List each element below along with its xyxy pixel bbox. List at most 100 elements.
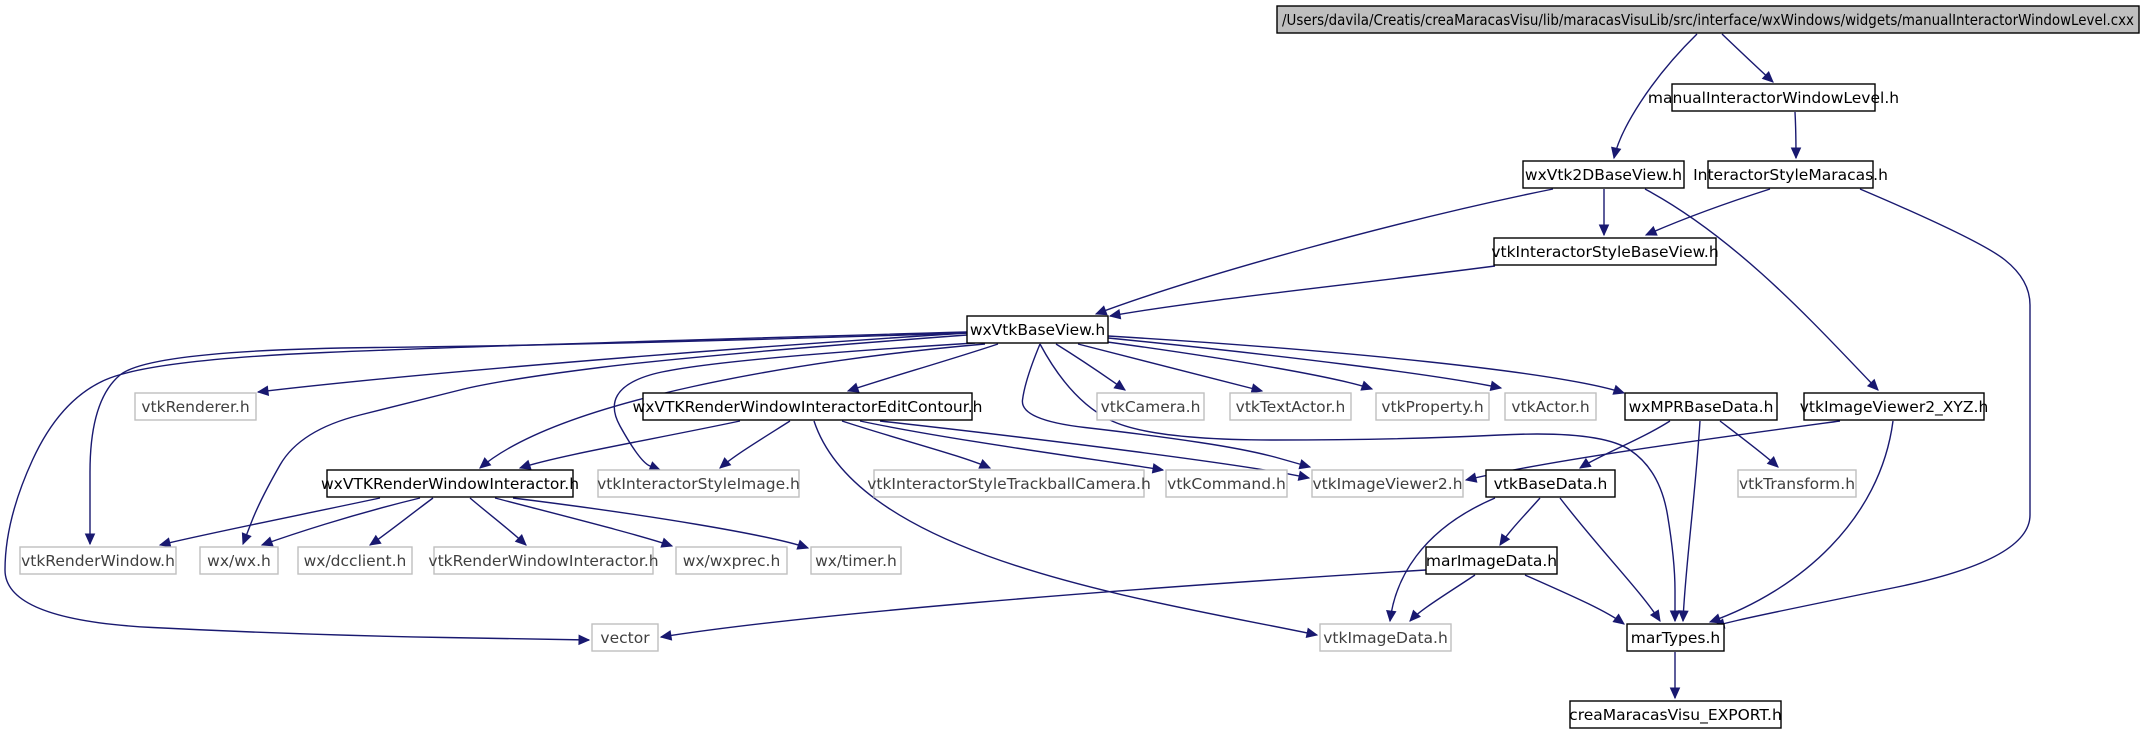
edge-vtkInteractorStyleBaseView_h-to-wxVtkBaseView_h: [1108, 265, 1496, 320]
node-vtkImageViewer2-h: vtkImageViewer2.h: [1311, 469, 1464, 498]
edge-wxVtkBaseView_h-to-vtkRenderer_h: [256, 332, 968, 396]
node-box: [591, 623, 659, 652]
node-box: [1425, 546, 1558, 575]
edge-vtkBaseData_h-to-marImageData_h: [1499, 497, 1541, 547]
edge-arrowhead: [1151, 463, 1165, 474]
node-vtkInteractorStyleBaseView-h[interactable]: vtkInteractorStyleBaseView.h: [1491, 237, 1719, 266]
edge-manualInteractorWindowLevel_h-to-InteractorStyleMaracas_h: [1790, 111, 1802, 160]
edge-arrowhead: [1866, 378, 1879, 391]
edge-wxVtkBaseView_h-to-wx_wx_h: [241, 334, 968, 546]
node-label: /Users/davila/Creatis/creaMaracasVisu/li…: [1282, 11, 2134, 29]
edge-line: [512, 497, 809, 549]
edge-arrowhead: [1094, 305, 1108, 316]
edge-arrowhead: [1790, 147, 1802, 160]
edge-line: [257, 332, 968, 393]
edge-arrowhead: [479, 457, 492, 469]
edge-wxVTKRenderWindowInteractor_h-to-wx_dcclient_h: [368, 497, 434, 546]
node-label: vtkCommand.h: [1167, 475, 1286, 493]
edge-arrowhead: [648, 461, 662, 471]
node-wxVTKRenderWindowInteractor-h[interactable]: wxVTKRenderWindowInteractor.h: [321, 469, 579, 498]
edges-layer: [4, 33, 2031, 700]
node-label: vtkProperty.h: [1381, 398, 1483, 416]
edge-line: [1021, 343, 1311, 468]
edge-wxVtkBaseView_h-to-vtkCamera_h: [1055, 343, 1126, 391]
edge-line: [1682, 420, 1701, 622]
edge-arrowhead: [1598, 224, 1610, 237]
node-box: [326, 469, 574, 498]
node-box: [1165, 469, 1288, 498]
node-vtkImageViewer2-XYZ-h[interactable]: vtkImageViewer2_XYZ.h: [1800, 392, 1989, 421]
edge-line: [1524, 574, 1625, 625]
edge-arrowhead: [846, 382, 860, 393]
edge-wxVtk2DBaseView_h-to-vtkInteractorStyleBaseView_h: [1598, 189, 1610, 237]
node-box: [297, 546, 413, 575]
node-marTypes-h[interactable]: marTypes.h: [1626, 623, 1725, 652]
edge-line: [1645, 188, 1771, 236]
edge-line: [89, 332, 968, 544]
edge-arrowhead: [84, 533, 96, 546]
node-label: vtkImageViewer2.h: [1312, 475, 1462, 493]
node-box: [1626, 623, 1725, 652]
node-wxVtkBaseView-h[interactable]: wxVtkBaseView.h: [966, 315, 1109, 344]
node-wxMPRBaseData-h[interactable]: wxMPRBaseData.h: [1624, 392, 1778, 421]
node-box: [1569, 700, 1782, 729]
edge-wxVTKRenderWindowInteractor_h-to-wx_timer_h: [512, 497, 810, 550]
edge-wxVtk2DBaseView_h-to-vtkImageViewer2_XYZ_h: [1644, 188, 1879, 391]
edge-line: [494, 497, 673, 547]
node-box: [1311, 469, 1464, 498]
edge-marImageData_h-to-vtkImageData_h: [1409, 574, 1476, 622]
node-vtkInteractorStyleImage-h: vtkInteractorStyleImage.h: [597, 469, 800, 498]
edge-wxVTKRenderWindowInteractor_h-to-wx_wx_h: [260, 497, 421, 547]
edge-line: [613, 342, 976, 471]
edge-vtkImageViewer2_XYZ_h-to-marTypes_h: [1708, 420, 1894, 624]
edge-wxVtk2DBaseView_h-to-wxVtkBaseView_h: [1094, 188, 1554, 316]
node-box: [433, 546, 654, 575]
edge-arrowhead: [659, 630, 673, 641]
node-box: [1229, 392, 1352, 421]
edge-line: [1709, 420, 1894, 623]
edge-arrowhead: [660, 537, 674, 548]
node-label: wxVTKRenderWindowInteractor.h: [321, 475, 579, 493]
edge-wxMPRBaseData_h-to-vtkTransform_h: [1719, 420, 1779, 468]
edge-line: [719, 420, 791, 469]
node-vector: vector: [591, 623, 659, 652]
edge-wxVTKRenderWindowInteractor_h-to-wx_wxprec_h: [494, 497, 674, 548]
nodes-layer: /Users/davila/Creatis/creaMaracasVisu/li…: [19, 5, 2140, 729]
edge-arrowhead: [1489, 380, 1503, 391]
node-box: [642, 392, 973, 421]
node-vtkActor-h: vtkActor.h: [1504, 392, 1597, 421]
edge-arrowhead: [1386, 609, 1397, 623]
node-label: wxVtk2DBaseView.h: [1525, 166, 1682, 184]
edge-line: [1719, 420, 1779, 468]
node-box: [1737, 469, 1857, 498]
node-InteractorStyleMaracas-h[interactable]: InteractorStyleMaracas.h: [1693, 160, 1888, 189]
node-root[interactable]: /Users/davila/Creatis/creaMaracasVisu/li…: [1276, 5, 2140, 34]
node-vtkBaseData-h[interactable]: vtkBaseData.h: [1485, 469, 1616, 498]
edge-wxVTKRenderWindowInteractor_h-to-vtkRenderWindowInteractor_h: [469, 497, 527, 546]
node-label: vtkImageViewer2_XYZ.h: [1800, 398, 1989, 417]
edge-line: [242, 334, 968, 545]
node-label: vtkRenderWindow.h: [21, 552, 175, 570]
node-manualInteractorWindowLevel-h[interactable]: manualInteractorWindowLevel.h: [1648, 83, 1899, 112]
node-label: wx/timer.h: [815, 552, 897, 570]
edge-arrowhead: [1649, 609, 1661, 623]
edge-arrowhead: [1298, 459, 1312, 470]
node-label: wxVtkBaseView.h: [970, 321, 1105, 339]
node-label: creaMaracasVisu_EXPORT.h: [1569, 706, 1782, 725]
node-wxVTKRenderWindowInteractorEditContour-h[interactable]: wxVTKRenderWindowInteractorEditContour.h: [633, 392, 983, 421]
node-wxVtk2DBaseView-h[interactable]: wxVtk2DBaseView.h: [1522, 160, 1685, 189]
node-label: vtkRenderWindowInteractor.h: [428, 552, 658, 570]
node-label: manualInteractorWindowLevel.h: [1648, 89, 1899, 107]
node-label: vtkInteractorStyleTrackballCamera.h: [867, 475, 1151, 493]
node-marImageData-h[interactable]: marImageData.h: [1425, 546, 1558, 575]
edge-line: [1077, 343, 1263, 392]
edge-line: [1099, 340, 1373, 390]
node-label: wxVTKRenderWindowInteractorEditContour.h: [633, 398, 983, 416]
edge-line: [1644, 188, 1879, 391]
node-box: [1707, 160, 1874, 189]
node-vtkTransform-h: vtkTransform.h: [1737, 469, 1857, 498]
node-creaMaracasVisu-EXPORT-h[interactable]: creaMaracasVisu_EXPORT.h: [1569, 700, 1782, 729]
edge-wxVtkBaseView_h-to-wxVTKRenderWindowInteractor_h: [479, 343, 986, 469]
node-wx-dcclient-h: wx/dcclient.h: [297, 546, 413, 575]
edge-arrowhead: [1612, 384, 1626, 395]
